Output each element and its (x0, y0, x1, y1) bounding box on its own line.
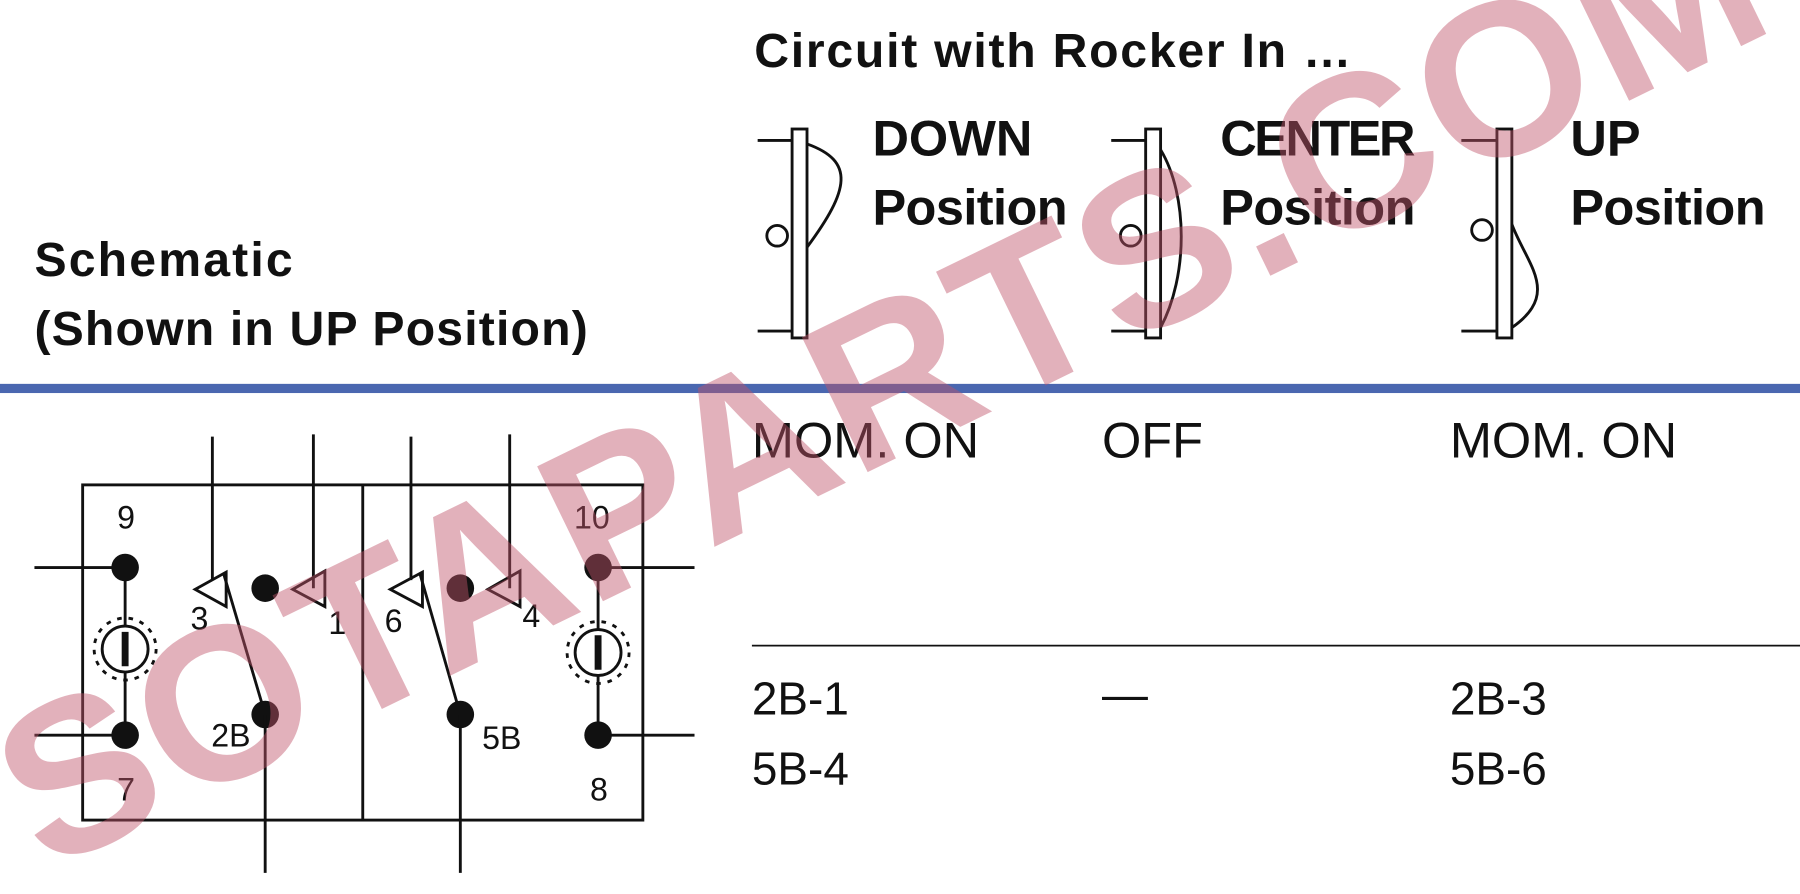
state-down: MOM. ON (752, 411, 979, 468)
terminal-5b-label: 5B (482, 720, 521, 756)
rocker-down-icon (757, 127, 843, 340)
terminal-4-label: 4 (522, 598, 540, 634)
terminal-2b-label: 2B (211, 718, 250, 754)
section-divider (0, 383, 1800, 394)
position-up-name: UP (1570, 109, 1640, 166)
schematic-subtitle: (Shown in UP Position) (34, 302, 587, 356)
connection-down-1: 2B-1 (752, 672, 849, 724)
state-up: MOM. ON (1450, 411, 1677, 468)
rocker-up-icon (1461, 127, 1539, 340)
terminal-7-label: 7 (117, 772, 135, 808)
position-center-suffix: Position (1220, 178, 1415, 235)
terminal-8-label: 8 (590, 772, 608, 808)
terminal-9-label: 9 (117, 500, 135, 536)
connection-up-1: 2B-3 (1450, 672, 1547, 724)
schematic-drawing (34, 434, 695, 873)
position-down-name: DOWN (872, 109, 1032, 166)
connection-up-2: 5B-6 (1450, 743, 1547, 795)
position-center-name: CENTER (1220, 109, 1415, 166)
rocker-center-icon (1111, 127, 1183, 340)
connection-down-2: 5B-4 (752, 743, 849, 795)
terminal-1-label: 1 (328, 605, 346, 641)
position-down-suffix: Position (872, 178, 1067, 235)
position-up-suffix: Position (1570, 178, 1765, 235)
state-center: OFF (1102, 411, 1203, 468)
connection-center: — (1102, 668, 1148, 720)
terminal-3-label: 3 (191, 601, 209, 637)
terminal-10-label: 10 (574, 500, 610, 536)
terminal-6-label: 6 (385, 603, 403, 639)
schematic-title: Schematic (34, 233, 292, 287)
